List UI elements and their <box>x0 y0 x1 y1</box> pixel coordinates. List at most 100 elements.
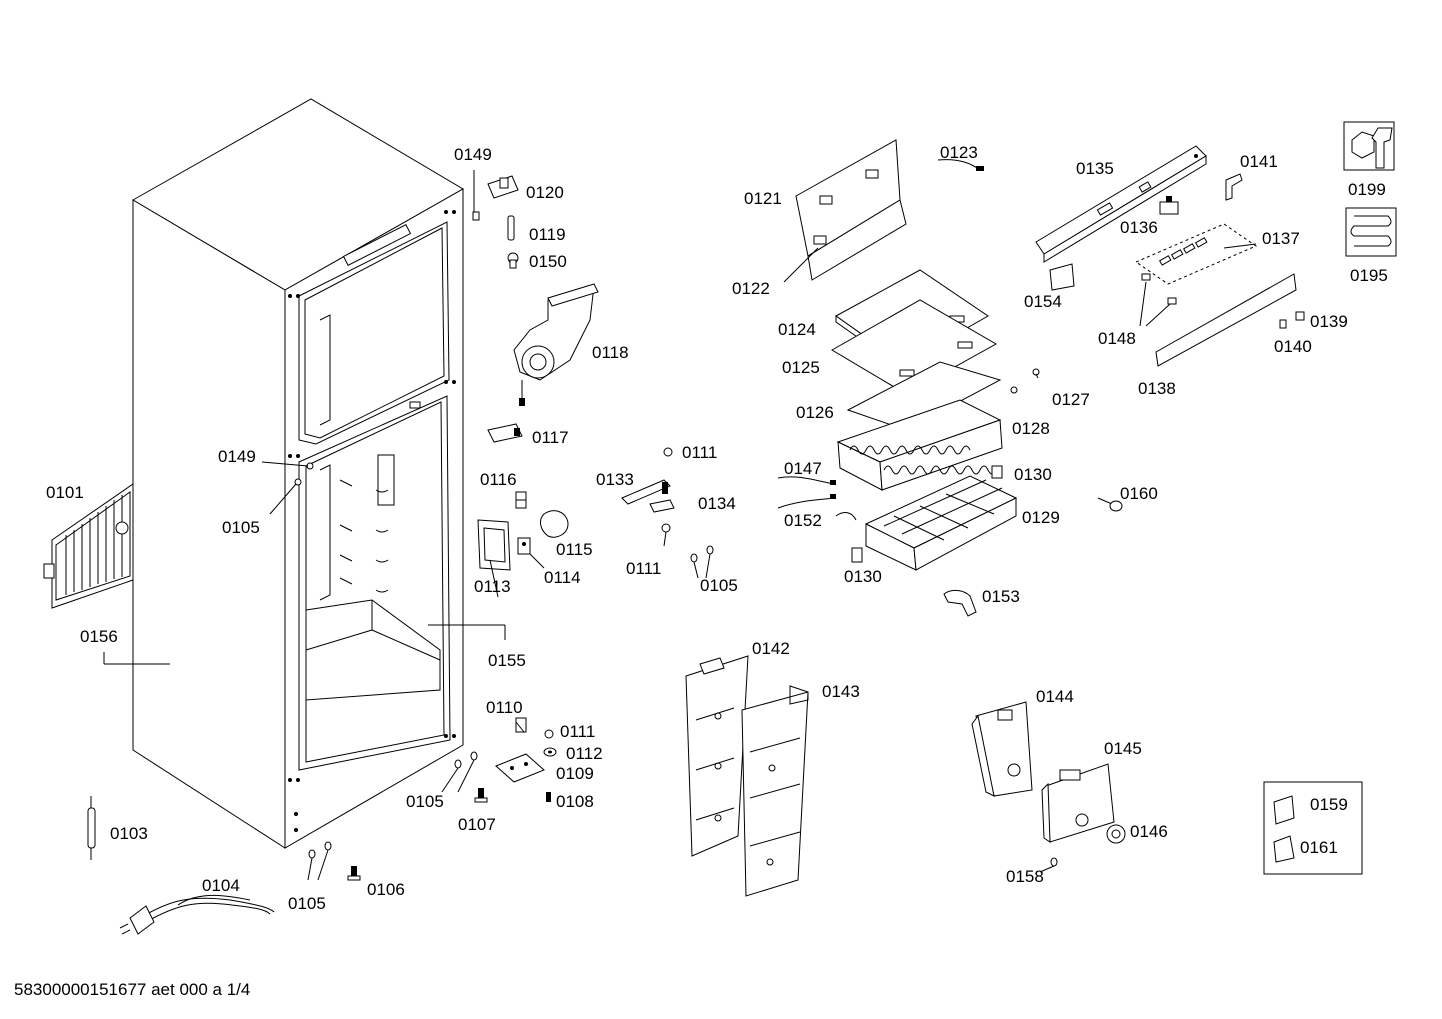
kit-box-0159-0161 <box>1263 781 1363 875</box>
label-0160: 0160 <box>1120 484 1158 503</box>
control-panel-0135 <box>1035 145 1207 263</box>
label-0105-c: 0105 <box>288 894 326 913</box>
screw-0150 <box>507 252 519 269</box>
small-fasteners <box>294 211 1058 881</box>
fan-housing-0118 <box>513 283 599 406</box>
label-0103: 0103 <box>110 824 148 843</box>
drain-0153 <box>943 589 977 617</box>
back-panel-0121 <box>795 139 907 281</box>
label-0125: 0125 <box>782 358 820 377</box>
hinge-0109 <box>495 753 545 783</box>
label-0112: 0112 <box>566 744 603 763</box>
shelf-0125 <box>831 299 998 395</box>
label-0149-b: 0149 <box>218 447 256 466</box>
switch-0114 <box>517 537 531 555</box>
label-0105-d: 0105 <box>700 576 738 595</box>
label-0139: 0139 <box>1310 312 1348 331</box>
label-0137: 0137 <box>1262 229 1300 248</box>
label-0108: 0108 <box>556 792 594 811</box>
label-0117: 0117 <box>532 428 569 447</box>
hinge-0120 <box>487 175 519 199</box>
coil-icon-box-0195 <box>1345 207 1397 257</box>
wire-0123 <box>937 159 984 171</box>
cabinet-0156 <box>132 98 464 849</box>
motor-0117 <box>487 423 523 443</box>
bracket-0133 <box>621 479 671 505</box>
label-0111-a: 0111 <box>560 722 595 741</box>
small-parts-0127-0130 <box>851 368 1040 563</box>
label-0111-b: 0111 <box>682 443 717 462</box>
label-0105-b: 0105 <box>406 792 444 811</box>
capillary-0103 <box>87 796 96 860</box>
label-0127: 0127 <box>1052 390 1090 409</box>
part-0139-0140 <box>1279 311 1305 329</box>
label-0107: 0107 <box>458 815 496 834</box>
power-cord-0104 <box>119 894 275 935</box>
label-0104: 0104 <box>202 876 240 895</box>
label-0126: 0126 <box>796 403 834 422</box>
label-0195: 0195 <box>1350 266 1388 285</box>
evaporator-0128 <box>836 399 1003 491</box>
label-0121: 0121 <box>744 189 782 208</box>
label-0140: 0140 <box>1274 337 1312 356</box>
label-0136: 0136 <box>1120 218 1158 237</box>
callout-labels: 0149 0120 0119 0150 0118 0117 0116 0115 … <box>46 143 1388 913</box>
label-0147: 0147 <box>784 459 822 478</box>
label-0159: 0159 <box>1310 795 1348 814</box>
label-0135: 0135 <box>1076 159 1114 178</box>
part-0154 <box>1049 263 1075 291</box>
label-0118: 0118 <box>592 343 629 362</box>
label-0158: 0158 <box>1006 867 1044 886</box>
label-0149: 0149 <box>454 145 492 164</box>
part-0136 <box>1159 196 1179 215</box>
lamp-holder-0113 <box>477 519 511 571</box>
strip-0138 <box>1155 273 1297 367</box>
label-0105-a: 0105 <box>222 518 260 537</box>
label-0138: 0138 <box>1138 379 1176 398</box>
label-0141: 0141 <box>1240 152 1278 171</box>
pin-0119 <box>507 215 515 241</box>
housing-0144 <box>971 701 1033 797</box>
label-0153: 0153 <box>982 587 1020 606</box>
housing-0145 <box>1041 763 1115 843</box>
label-0143: 0143 <box>822 682 860 701</box>
label-0155: 0155 <box>488 651 526 670</box>
label-0146: 0146 <box>1130 822 1168 841</box>
tray-0129 <box>864 475 1018 571</box>
label-0156: 0156 <box>80 627 118 646</box>
label-0106: 0106 <box>367 880 405 899</box>
label-0130-a: 0130 <box>1014 465 1052 484</box>
label-0130-b: 0130 <box>844 567 882 586</box>
rear-grille-0101 <box>43 483 134 609</box>
part-0160 <box>1097 497 1123 512</box>
label-0113: 0113 <box>474 577 511 596</box>
label-0128: 0128 <box>1012 419 1050 438</box>
label-0115: 0115 <box>556 540 593 559</box>
label-0123: 0123 <box>940 143 978 162</box>
wires-0147-0152 <box>777 476 857 521</box>
part-0141 <box>1225 173 1243 201</box>
tool-icon-box-0199 <box>1343 121 1395 171</box>
label-0152: 0152 <box>784 511 822 530</box>
part-0116 <box>515 491 527 509</box>
label-0101: 0101 <box>46 483 84 502</box>
leader-lines <box>103 170 1257 881</box>
label-0148: 0148 <box>1098 329 1136 348</box>
label-0199: 0199 <box>1348 180 1386 199</box>
buttons-0137 <box>1134 223 1258 285</box>
lamp-cover-0115 <box>540 510 569 538</box>
label-0129: 0129 <box>1022 508 1060 527</box>
part-0148 <box>1141 273 1177 305</box>
label-0111-c: 0111 <box>626 559 661 578</box>
label-0110: 0110 <box>486 698 523 717</box>
label-0124: 0124 <box>778 320 816 339</box>
label-0154: 0154 <box>1024 292 1062 311</box>
label-0142: 0142 <box>752 639 790 658</box>
label-0133: 0133 <box>596 470 634 489</box>
label-0119: 0119 <box>529 225 566 244</box>
label-0120: 0120 <box>526 183 564 202</box>
label-0116: 0116 <box>480 470 517 489</box>
label-0150: 0150 <box>529 252 567 271</box>
label-0122: 0122 <box>732 279 770 298</box>
